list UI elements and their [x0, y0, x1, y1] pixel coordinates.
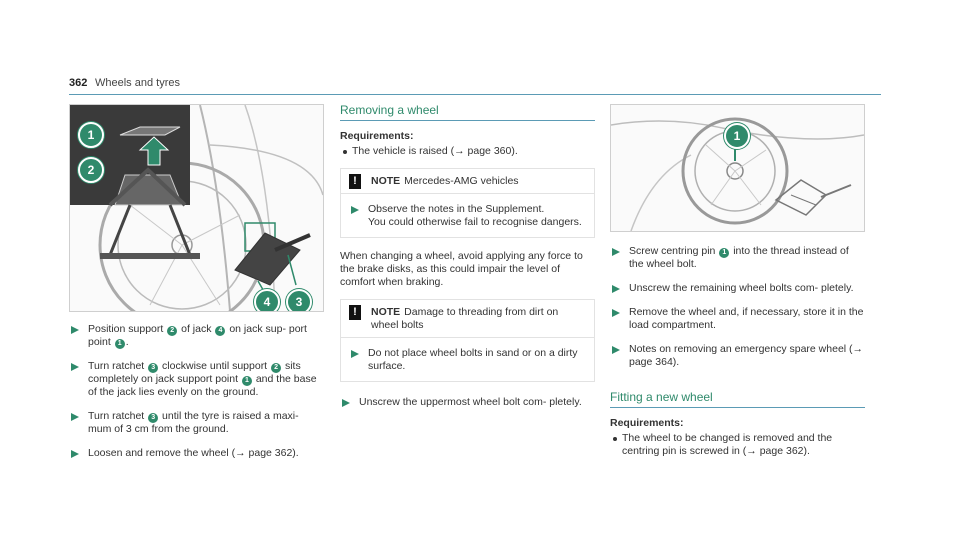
centring-pin-illustration: 1 — [610, 104, 865, 232]
number-marker: 1 — [241, 376, 252, 386]
note-body: Do not place wheel bolts in sand or on a… — [341, 338, 594, 381]
number-marker: 3 — [148, 363, 159, 373]
callout-1: 1 — [78, 122, 104, 148]
number-marker: 3 — [148, 413, 159, 423]
step-arrow-icon — [612, 248, 620, 256]
callout-4: 4 — [254, 289, 280, 311]
requirement-item: The wheel to be changed is removed and t… — [610, 432, 865, 458]
step-loosen-remove-wheel: Loosen and remove the wheel (→ page 362)… — [69, 447, 324, 460]
note-text: Mercedes-AMG vehicles — [404, 175, 519, 187]
step-arrow-icon — [71, 363, 79, 371]
brake-disk-paragraph: When changing a wheel, avoid applying an… — [340, 250, 583, 288]
step-arrow-icon — [612, 285, 620, 293]
step-notes-spare-wheel: Notes on removing an emergency spare whe… — [610, 343, 865, 369]
step-remove-wheel: Remove the wheel and, if necessary, stor… — [610, 306, 865, 332]
wheel-drawing — [611, 105, 864, 231]
step-arrow-icon — [71, 450, 79, 458]
number-marker: 4 — [215, 326, 226, 336]
note-step: Do not place wheel bolts in sand or on a… — [349, 347, 588, 373]
page-number: 362 — [69, 77, 88, 89]
column-2: Removing a wheel Requirements: The vehic… — [340, 104, 595, 409]
step-arrow-icon — [71, 326, 79, 334]
note-label: NOTE — [371, 306, 401, 318]
step-position-support: Position support 2 of jack 4 on jack sup… — [69, 323, 324, 349]
callout-1: 1 — [724, 123, 750, 149]
column-1: 1 2 4 3 Position support 2 of jack 4 on … — [69, 104, 324, 460]
page-header: 362 Wheels and tyres — [69, 74, 881, 95]
number-marker: 1 — [719, 248, 730, 258]
note-text: Damage to threading from dirt on wheel b… — [371, 306, 559, 331]
requirements-label: Requirements: — [340, 130, 414, 142]
warning-icon: ! — [349, 305, 361, 320]
warning-icon: ! — [349, 174, 361, 189]
jack-illustration: 1 2 4 3 — [69, 104, 324, 312]
removing-wheel-title: Removing a wheel — [340, 104, 595, 121]
step-turn-ratchet-clockwise: Turn ratchet 3 clockwise until support 2… — [69, 360, 324, 399]
note-label: NOTE — [371, 175, 401, 187]
step-raise-tyre: Turn ratchet 3 until the tyre is raised … — [69, 410, 324, 436]
step-arrow-icon — [612, 309, 620, 317]
note-body: Observe the notes in the Supplement. You… — [341, 194, 594, 237]
step-arrow-icon — [351, 350, 359, 358]
number-marker: 2 — [271, 363, 282, 373]
callout-2: 2 — [78, 157, 104, 183]
section-title: Wheels and tyres — [95, 77, 180, 89]
step-unscrew-remaining-bolts: Unscrew the remaining wheel bolts com- p… — [610, 282, 865, 295]
step-screw-centring-pin: Screw centring pin 1 into the thread ins… — [610, 245, 865, 271]
step-arrow-icon — [612, 346, 620, 354]
number-marker: 1 — [114, 339, 125, 349]
jack-drawing — [70, 105, 323, 311]
step-arrow-icon — [342, 399, 350, 407]
callout-3: 3 — [286, 289, 312, 311]
step-arrow-icon — [351, 206, 359, 214]
step-arrow-icon — [71, 413, 79, 421]
requirements-label: Requirements: — [610, 417, 684, 429]
fitting-wheel-title: Fitting a new wheel — [610, 391, 865, 408]
step-unscrew-uppermost-bolt: Unscrew the uppermost wheel bolt com- pl… — [340, 396, 595, 409]
requirement-item: The vehicle is raised (→ page 360). — [340, 145, 595, 158]
note-step: Observe the notes in the Supplement. You… — [349, 203, 588, 229]
column-3: 1 Screw centring pin 1 into the thread i… — [610, 104, 865, 458]
number-marker: 2 — [167, 326, 178, 336]
